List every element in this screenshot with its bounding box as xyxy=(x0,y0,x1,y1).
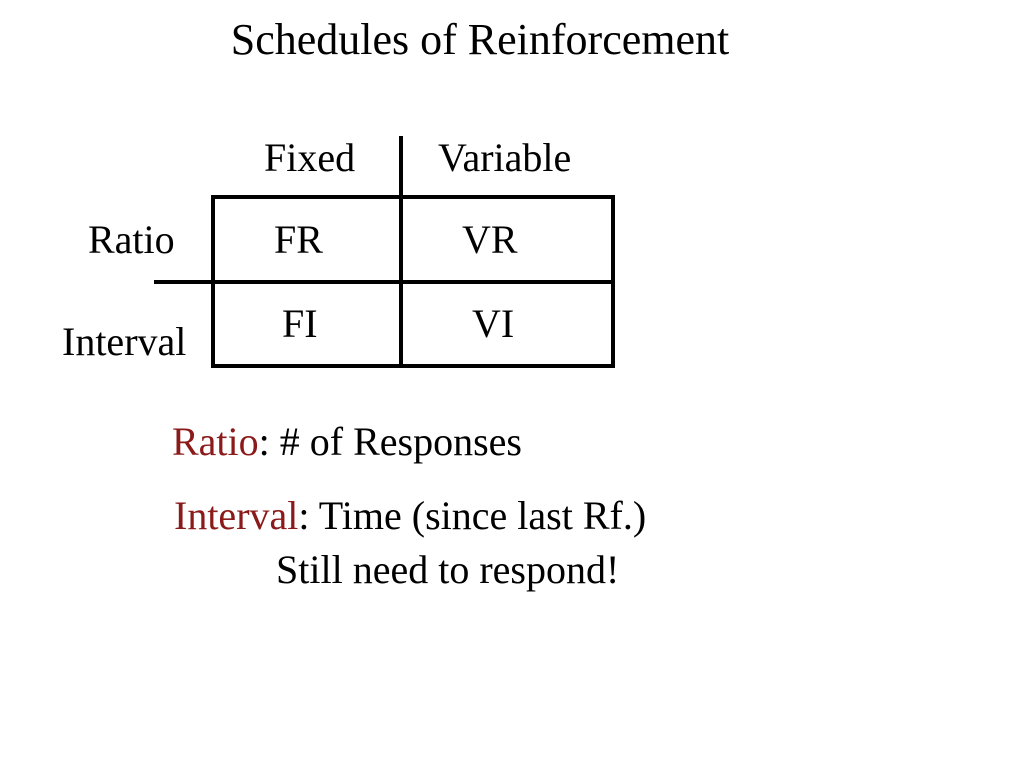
page-title: Schedules of Reinforcement xyxy=(230,15,730,64)
grid-line-bottom xyxy=(211,364,615,368)
cell-variable-interval: VI xyxy=(472,301,515,346)
grid-line-center-vertical xyxy=(399,136,403,368)
note-still-respond: Still need to respond! xyxy=(276,547,620,592)
definition-interval-text: : Time (since last Rf.) xyxy=(298,493,647,538)
definition-ratio-term: Ratio xyxy=(172,419,259,464)
definition-interval-term: Interval xyxy=(174,493,299,538)
cell-variable-ratio: VR xyxy=(462,217,518,262)
definition-interval: Interval: Time (since last Rf.) xyxy=(174,496,646,536)
row-header-ratio: Ratio xyxy=(88,217,175,262)
grid-line-top xyxy=(211,195,615,199)
cell-fixed-interval: FI xyxy=(282,301,318,346)
row-header-interval: Interval xyxy=(62,319,187,364)
grid-line-middle xyxy=(154,280,615,284)
column-header-fixed: Fixed xyxy=(264,135,356,180)
cell-fixed-ratio: FR xyxy=(274,217,323,262)
definition-ratio: Ratio: # of Responses xyxy=(172,422,522,462)
column-header-variable: Variable xyxy=(438,135,572,180)
definition-ratio-text: : # of Responses xyxy=(258,419,522,464)
